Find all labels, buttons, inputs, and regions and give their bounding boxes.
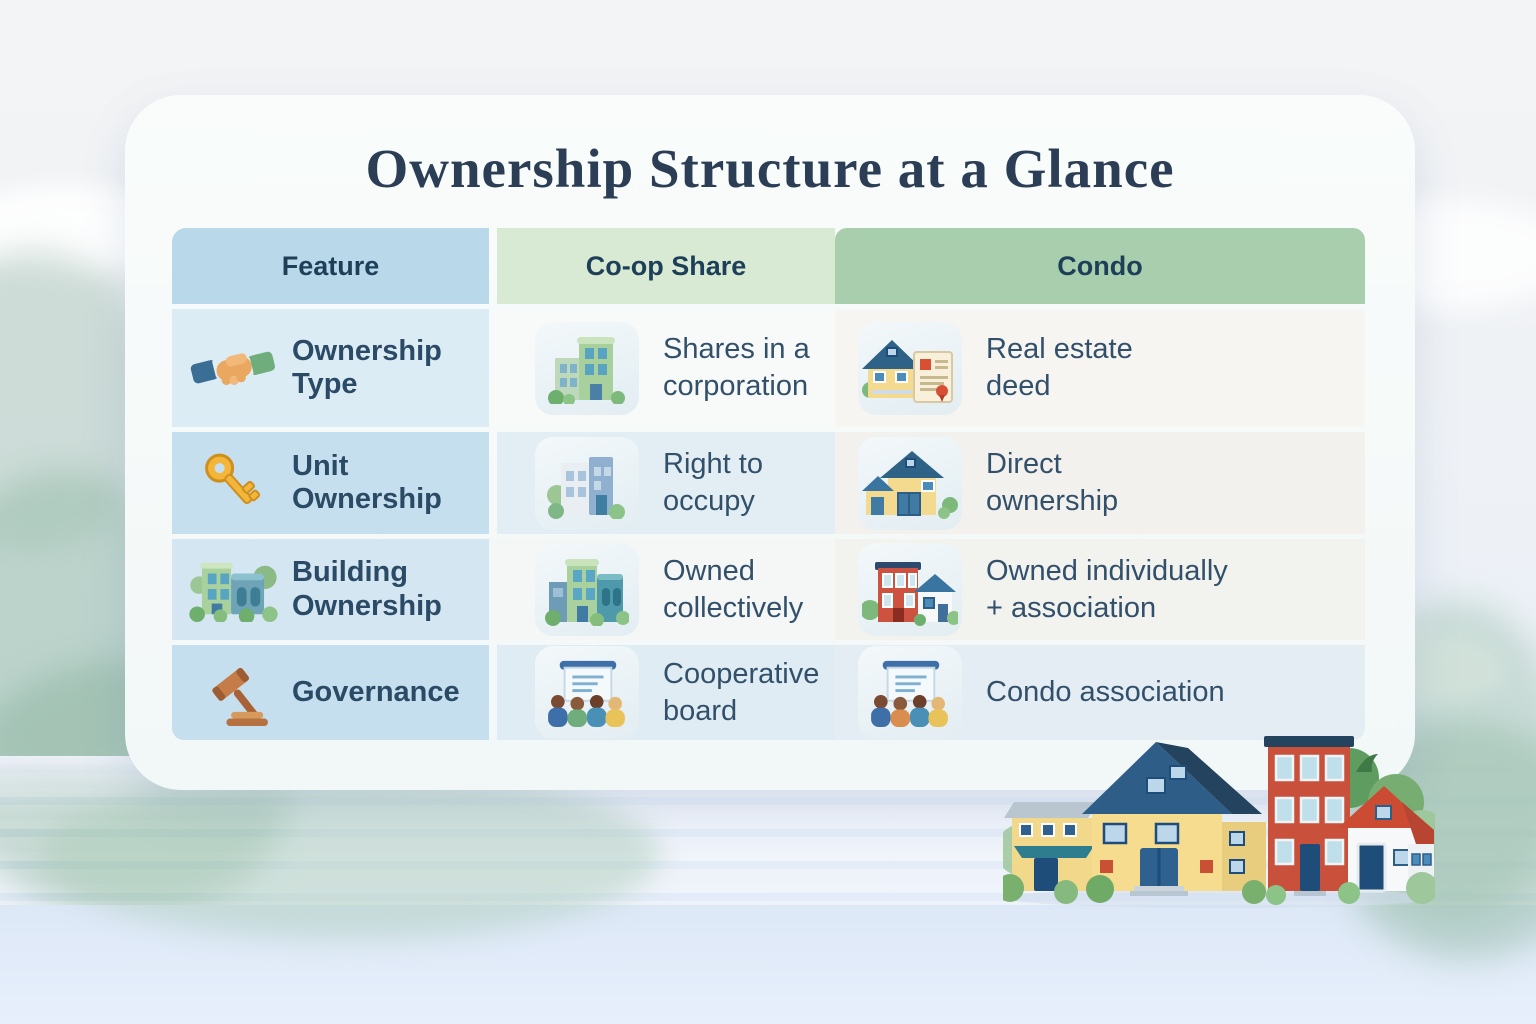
column-header-coop-share: Co-op Share — [497, 228, 835, 304]
cell-text: Right to occupy — [663, 448, 763, 517]
comparison-card: Ownership Structure at a Glance Feature … — [125, 95, 1415, 790]
condo-cell-unit-ownership: Direct ownership — [835, 432, 1365, 534]
feature-cell-building-ownership: Building Ownership — [172, 539, 489, 640]
house-with-deed-icon — [858, 321, 962, 415]
green-building-complex-icon — [535, 543, 639, 636]
column-header-feature: Feature — [172, 228, 489, 304]
coop-cell-governance: Cooperative board — [497, 645, 835, 740]
board-meeting-icon — [535, 646, 639, 739]
red-building-white-house-icon — [858, 543, 962, 636]
condo-cell-ownership-type: Real estate deed — [835, 309, 1365, 427]
coop-cell-ownership-type: Shares in a corporation — [497, 309, 835, 427]
page-title: Ownership Structure at a Glance — [365, 138, 1175, 199]
condo-cell-building-ownership: Owned individually + association — [835, 539, 1365, 640]
bush-front-left — [40, 770, 660, 940]
key-icon — [186, 446, 280, 520]
cell-text: Shares in a corporation — [663, 333, 810, 402]
coop-cell-unit-ownership: Right to occupy — [497, 432, 835, 534]
condo-cell-governance: Condo association — [835, 645, 1365, 740]
gavel-icon — [186, 659, 280, 727]
ground-band — [0, 905, 1536, 1024]
board-meeting-icon — [858, 646, 962, 739]
cell-text: Condo association — [986, 676, 1225, 709]
blue-apartment-building-icon — [535, 436, 639, 530]
buildings-icon — [186, 558, 280, 622]
cell-text: Owned collectively — [663, 554, 804, 624]
feature-label: Unit Ownership — [292, 449, 442, 515]
coop-cell-building-ownership: Owned collectively — [497, 539, 835, 640]
feature-label: Building Ownership — [292, 556, 442, 622]
yellow-house-icon — [858, 436, 962, 530]
green-apartment-building-icon — [535, 321, 639, 415]
cell-text: Real estate deed — [986, 333, 1133, 402]
feature-cell-governance: Governance — [172, 645, 489, 740]
feature-cell-unit-ownership: Unit Ownership — [172, 432, 489, 534]
cell-text: Owned individually + association — [986, 554, 1228, 624]
cell-text: Direct ownership — [986, 448, 1119, 517]
handshake-icon — [186, 338, 280, 398]
comparison-table: Feature Co-op Share Condo — [172, 228, 1365, 740]
cell-text: Cooperative board — [663, 657, 820, 727]
houses-illustration — [996, 726, 1448, 915]
feature-cell-ownership-type: Ownership Type — [172, 309, 489, 427]
feature-label: Governance — [292, 675, 460, 708]
column-header-condo: Condo — [835, 228, 1365, 304]
feature-label: Ownership Type — [292, 334, 442, 400]
